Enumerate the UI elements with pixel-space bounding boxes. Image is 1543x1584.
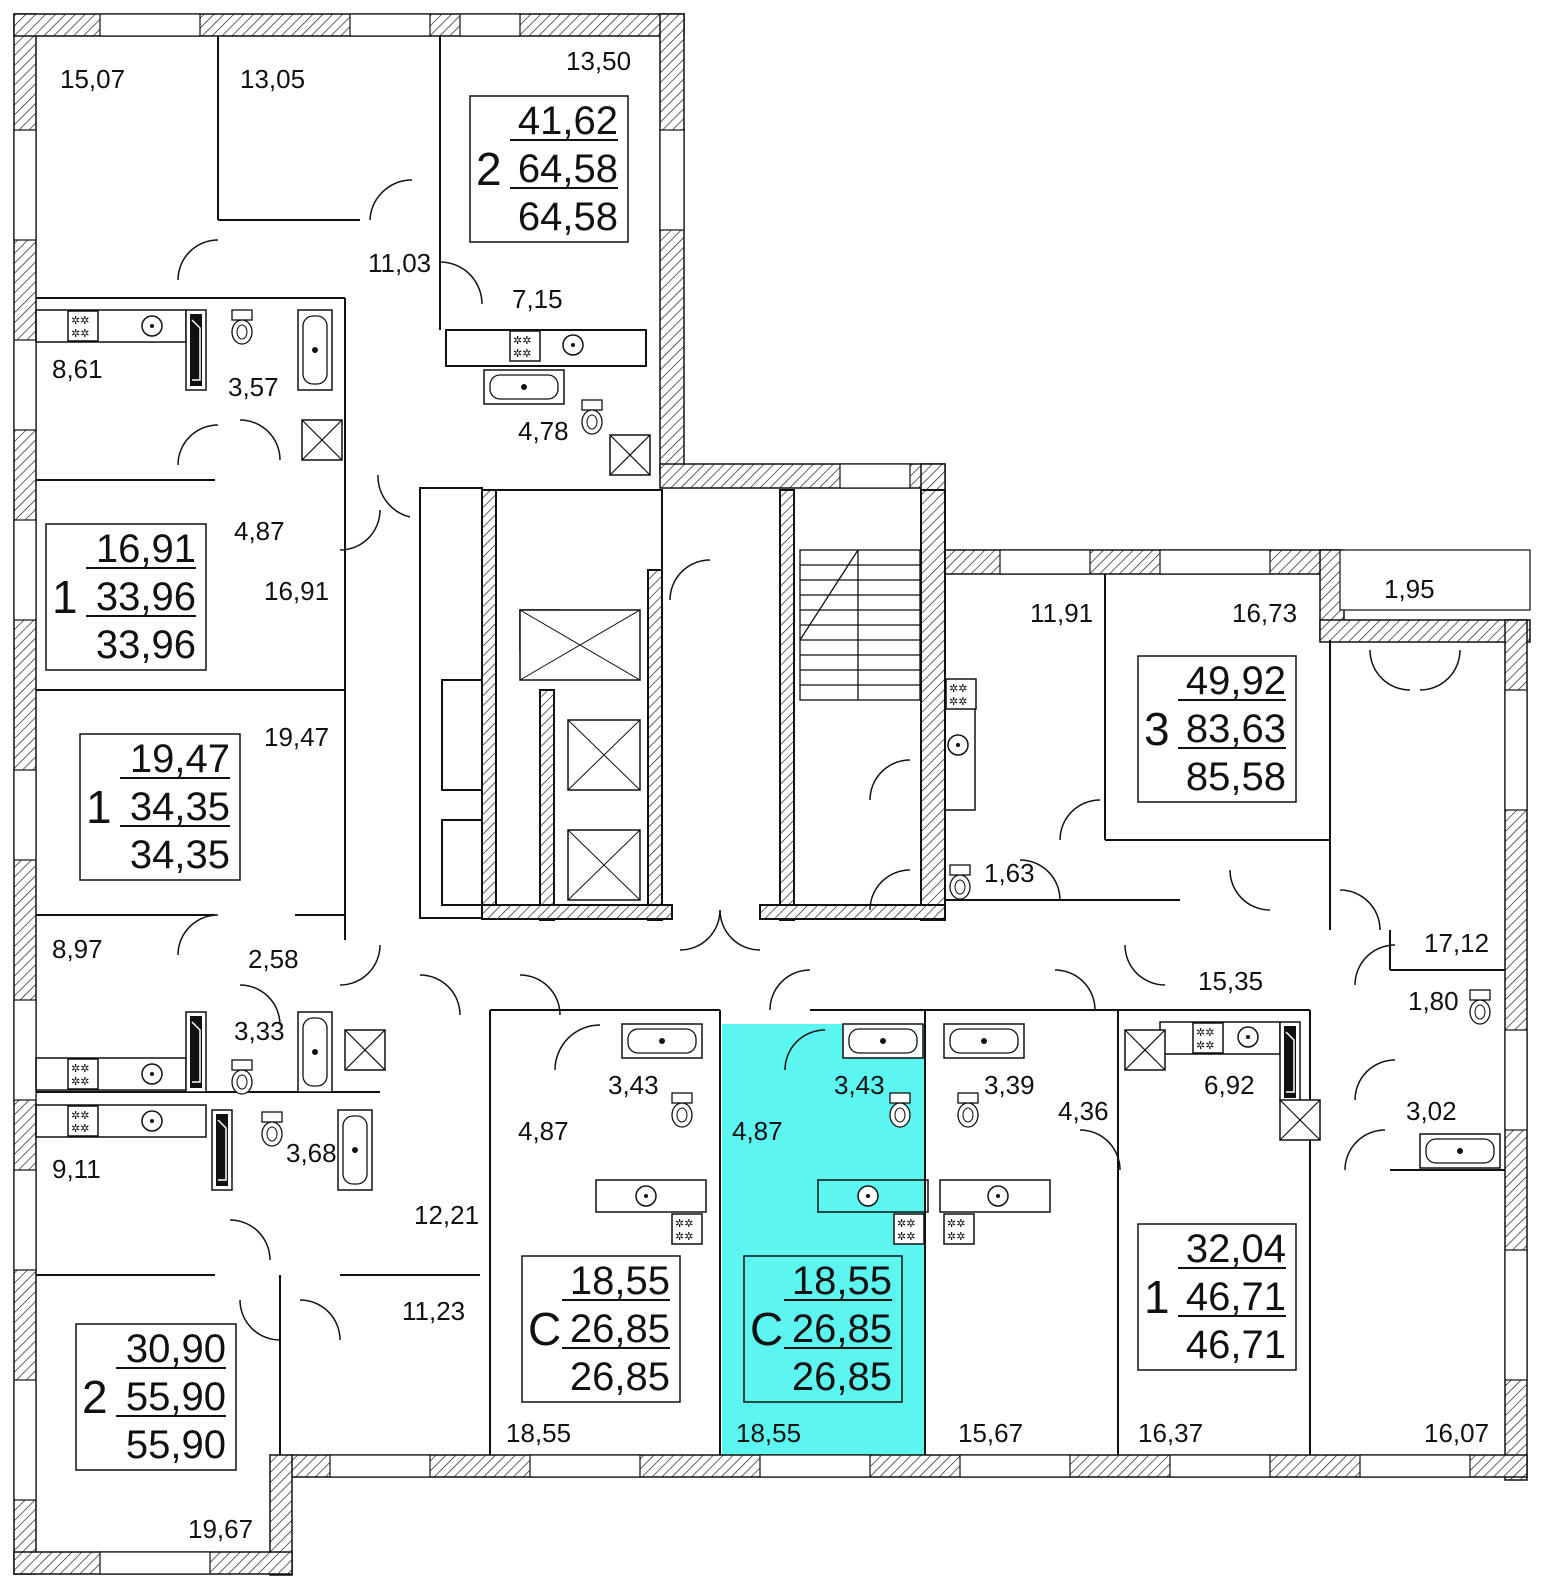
apartment-room-count: 2: [476, 143, 502, 195]
apartment-living-area: 30,90: [126, 1327, 226, 1371]
room-area-label: 1,80: [1408, 986, 1459, 1016]
windows: [13, 13, 1531, 1575]
apartment-room-count: С: [528, 1303, 561, 1355]
room-area-label: 3,57: [228, 372, 279, 402]
apartment-living-area: 16,91: [96, 527, 196, 571]
apartment-total-area-balcony: 64,58: [518, 195, 618, 239]
apartment-total-area: 64,58: [518, 147, 618, 191]
room-area-label: 3,43: [834, 1070, 885, 1100]
apartment-living-area: 19,47: [130, 737, 230, 781]
room-area-label: 3,02: [1406, 1096, 1457, 1126]
room-area-label: 4,36: [1058, 1096, 1109, 1126]
room-area-label: 19,67: [188, 1514, 253, 1544]
apartment-total-area-balcony: 55,90: [126, 1423, 226, 1467]
room-area-label: 1,63: [984, 858, 1035, 888]
apartment-room-count: С: [750, 1303, 783, 1355]
apartment-room-count: 1: [52, 571, 78, 623]
apartment-total-area: 46,71: [1186, 1275, 1286, 1319]
apartment-living-area: 32,04: [1186, 1227, 1286, 1271]
room-area-label: 3,39: [984, 1070, 1035, 1100]
room-area-label: 19,47: [264, 722, 329, 752]
room-labels: 15,07 13,05 13,50 11,03 7,15 8,61 3,57 4,78 4,87…: [52, 46, 1489, 1544]
apartment-total-area: 33,96: [96, 575, 196, 619]
room-area-label: 18,55: [736, 1418, 801, 1448]
room-area-label: 13,50: [566, 46, 631, 76]
room-area-label: 18,55: [506, 1418, 571, 1448]
room-area-label: 2,58: [248, 944, 299, 974]
apartment-living-area: 41,62: [518, 99, 618, 143]
room-area-label: 16,73: [1232, 598, 1297, 628]
apartment-total-area-balcony: 34,35: [130, 833, 230, 877]
room-area-label: 15,67: [958, 1418, 1023, 1448]
room-area-label: 4,87: [234, 516, 285, 546]
room-area-label: 13,05: [240, 64, 305, 94]
room-area-label: 9,11: [52, 1154, 101, 1184]
room-area-label: 3,68: [286, 1138, 337, 1168]
apartment-total-area: 26,85: [570, 1307, 670, 1351]
apartment-living-area: 18,55: [792, 1259, 892, 1303]
room-area-label: 17,12: [1424, 928, 1489, 958]
apartment-room-count: 3: [1144, 703, 1170, 755]
room-area-label: 11,91: [1030, 598, 1093, 628]
staircase: [799, 549, 921, 701]
apartment-total-area-balcony: 26,85: [792, 1355, 892, 1399]
apartment-boxes: 241,6264,5864,58116,9133,9633,96119,4734…: [45, 95, 1297, 1471]
room-area-label: 8,61: [52, 354, 103, 384]
interior-walls: [36, 36, 1505, 1455]
elevator-shafts: [519, 609, 641, 901]
room-area-label: 15,07: [60, 64, 125, 94]
apartment-living-area: 49,92: [1186, 659, 1286, 703]
room-area-label: 16,91: [264, 576, 329, 606]
room-area-label: 4,87: [518, 1116, 569, 1146]
room-area-label: 8,97: [52, 934, 103, 964]
room-area-label: 1,95: [1384, 574, 1435, 604]
room-area-label: 3,43: [608, 1070, 659, 1100]
room-area-label: 15,35: [1198, 966, 1263, 996]
apartment-room-count: 1: [1144, 1271, 1170, 1323]
apartment-total-area: 55,90: [126, 1375, 226, 1419]
apartment-total-area-balcony: 33,96: [96, 623, 196, 667]
room-area-label: 11,03: [368, 248, 431, 278]
apartment-total-area: 83,63: [1186, 707, 1286, 751]
apartment-living-area: 18,55: [570, 1259, 670, 1303]
room-area-label: 4,87: [732, 1116, 783, 1146]
apartment-total-area-balcony: 85,58: [1186, 755, 1286, 799]
room-area-label: 6,92: [1204, 1070, 1255, 1100]
room-area-label: 4,78: [518, 416, 569, 446]
door-swings: [177, 179, 1461, 1341]
room-area-label: 16,37: [1138, 1418, 1203, 1448]
room-area-label: 3,33: [234, 1016, 285, 1046]
room-area-label: 12,21: [414, 1200, 479, 1230]
apartment-total-area: 34,35: [130, 785, 230, 829]
room-area-label: 16,07: [1424, 1418, 1489, 1448]
building-core: [419, 487, 946, 921]
apartment-room-count: 1: [86, 781, 112, 833]
apartment-total-area-balcony: 26,85: [570, 1355, 670, 1399]
room-area-label: 11,23: [402, 1296, 465, 1326]
apartment-total-area: 26,85: [792, 1307, 892, 1351]
apartment-total-area-balcony: 46,71: [1186, 1323, 1286, 1367]
apartment-room-count: 2: [82, 1371, 108, 1423]
room-area-label: 7,15: [512, 284, 563, 314]
